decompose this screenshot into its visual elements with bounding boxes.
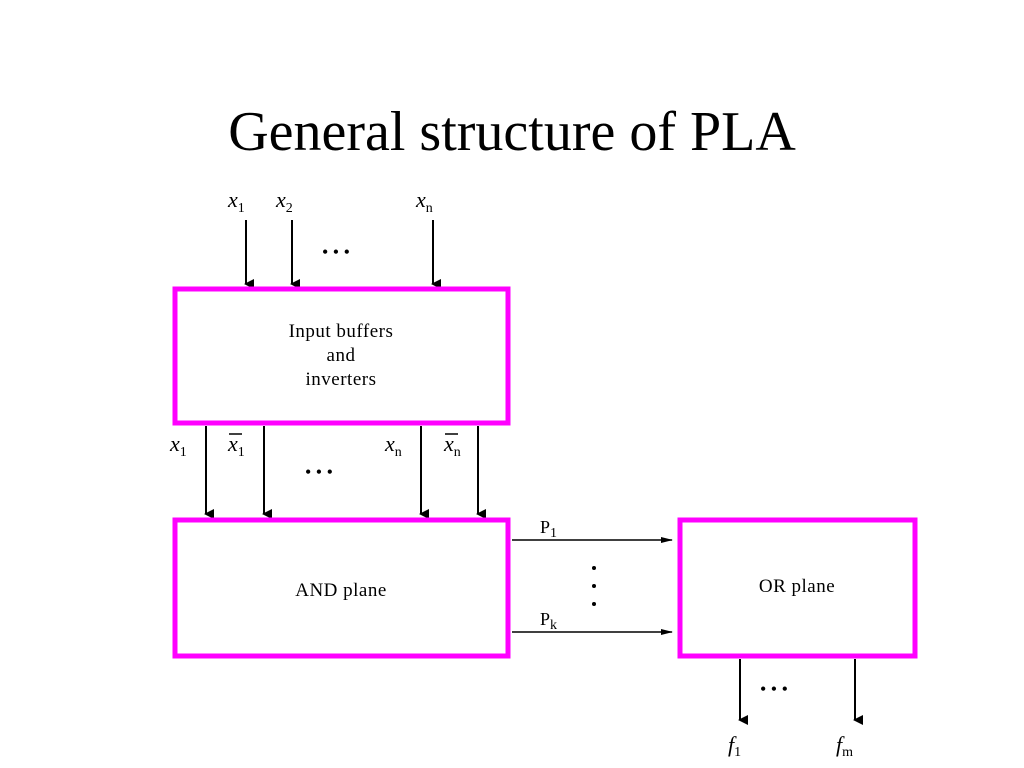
input-buffers-line1: Input buffers	[289, 321, 394, 342]
output-ellipsis: • • •	[760, 679, 788, 699]
svg-text:xn: xn	[443, 431, 461, 460]
input-ellipsis: • • •	[322, 242, 350, 262]
buffer-output-label-xnbar: xn	[443, 431, 461, 460]
input-label-x2: x2	[275, 187, 293, 216]
product-vertical-ellipsis	[592, 566, 596, 606]
slide-title: General structure of PLA	[228, 101, 796, 163]
input-label-x1: x1	[227, 187, 245, 216]
and-plane-label: AND plane	[295, 580, 387, 601]
product-label-p1: P1	[540, 517, 557, 541]
input-buffers-line2: and	[327, 345, 356, 366]
buffer-output-label-x1: x1	[169, 431, 187, 460]
and-plane-box	[172, 517, 511, 659]
or-plane-label: OR plane	[759, 576, 835, 597]
input-label-xn: xn	[415, 187, 433, 216]
input-buffers-line3: inverters	[306, 369, 377, 390]
output-label-fm: fm	[836, 732, 853, 760]
input-buffers-box	[172, 286, 511, 426]
product-label-pk: Pk	[540, 609, 557, 633]
buffer-ellipsis: • • •	[305, 462, 333, 482]
output-label-f1: f1	[728, 732, 741, 760]
or-plane-box	[677, 517, 918, 659]
buffer-output-label-x1bar: x1	[227, 431, 245, 460]
buffer-output-label-xn: xn	[384, 431, 402, 460]
svg-text:x1: x1	[227, 431, 245, 460]
